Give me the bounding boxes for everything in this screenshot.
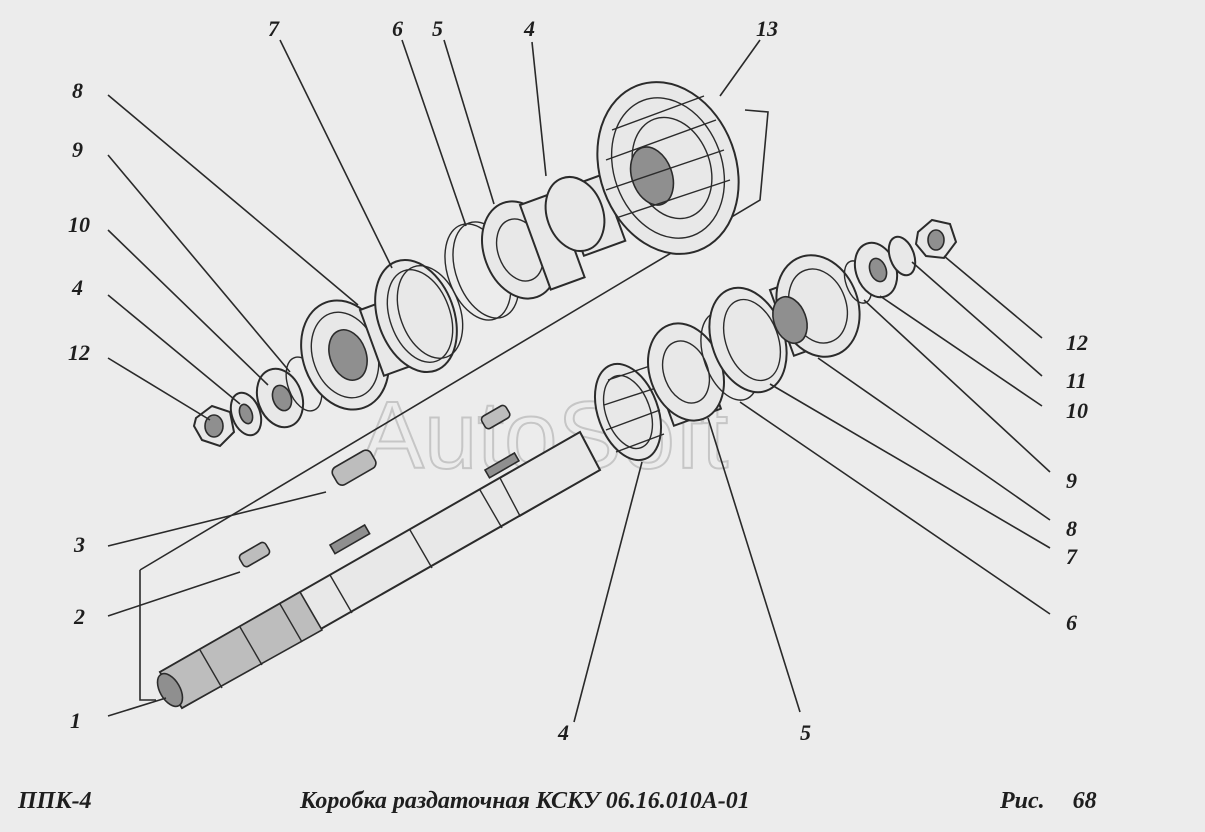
nut-part-12-right xyxy=(914,218,958,260)
callout-4-bottom: 4 xyxy=(557,720,569,745)
bearing-part-5-bottom xyxy=(647,322,725,422)
callout-4-top: 4 xyxy=(523,16,535,41)
key-small xyxy=(480,404,511,430)
seal-part-7-left xyxy=(374,258,464,374)
callout-2: 2 xyxy=(73,604,85,629)
figure-number: 68 xyxy=(1072,788,1097,814)
callout-3: 3 xyxy=(73,532,85,557)
callout-5-top: 5 xyxy=(432,16,443,41)
callout-9-right: 9 xyxy=(1066,468,1077,493)
callout-10-right: 10 xyxy=(1066,398,1088,423)
callout-8-right: 8 xyxy=(1066,516,1077,541)
callout-4-left: 4 xyxy=(71,275,83,300)
key-part-3 xyxy=(331,449,377,486)
callout-6-right: 6 xyxy=(1066,610,1077,635)
bevel-gear-part-13 xyxy=(596,81,740,255)
lock-washer-part-11 xyxy=(887,235,917,277)
bracket-upper-group xyxy=(139,109,769,571)
callout-12-right: 12 xyxy=(1066,330,1088,355)
figure-reference: Рис. 68 xyxy=(1000,788,1097,815)
sprocket-part-8-right xyxy=(768,254,861,358)
callout-1: 1 xyxy=(70,708,81,733)
callout-9-left: 9 xyxy=(72,137,83,162)
callout-13: 13 xyxy=(756,16,778,41)
nut-part-12-left xyxy=(192,404,236,448)
figure-label: Рис. xyxy=(1000,788,1045,814)
washer-part-10-left xyxy=(255,367,305,429)
callout-8-left: 8 xyxy=(72,78,83,103)
diagram-title: Коробка раздаточная КСКУ 06.16.010А-01 xyxy=(300,788,750,814)
bracket-lower-left xyxy=(139,570,156,701)
callout-7-right: 7 xyxy=(1066,544,1078,569)
main-shaft xyxy=(156,430,602,710)
callout-11: 11 xyxy=(1066,368,1087,393)
callout-5-bottom: 5 xyxy=(800,720,811,745)
key-part-2 xyxy=(238,541,271,568)
callout-6-top: 6 xyxy=(392,16,403,41)
callout-7-top: 7 xyxy=(268,16,280,41)
callout-10-left: 10 xyxy=(68,212,90,237)
callout-12-left: 12 xyxy=(68,340,90,365)
leader-lines xyxy=(107,39,1051,723)
washer-part-10-right xyxy=(853,241,899,299)
document-code: ППК-4 xyxy=(18,788,92,814)
